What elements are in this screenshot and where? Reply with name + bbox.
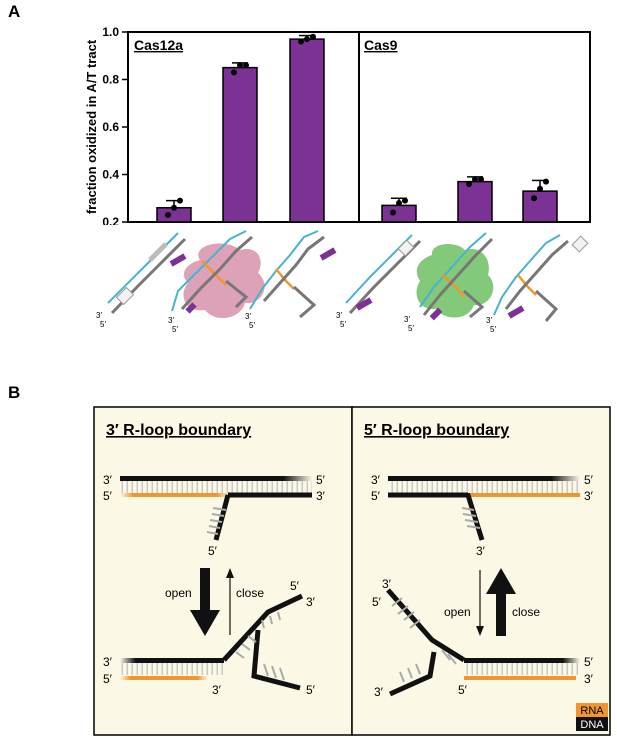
data-point	[310, 33, 316, 40]
duplex-5prime-bottom: 5′ 3′ 3′ 5′ 3′ 5′	[372, 577, 594, 699]
end-5-label: 5′	[490, 325, 496, 334]
end-5-label: 5′	[103, 672, 113, 686]
end-5-label: 5′	[172, 325, 178, 334]
y-tick-label: 0.6	[102, 120, 119, 134]
end-5-label: 5′	[306, 683, 316, 697]
target-tract	[169, 253, 187, 267]
end-3-label: 3′	[336, 311, 342, 320]
end-5-label: 5′	[408, 324, 414, 333]
panel-a-letter: A	[8, 2, 21, 21]
end-3-label: 3′	[584, 672, 594, 686]
panel-b-letter: B	[8, 383, 21, 402]
duplex-5prime-top: 3′ 5′ 5′ 3′ 3′	[371, 473, 594, 558]
data-point	[304, 36, 310, 43]
schematic-cas12a-dna: 3′ 5′	[96, 232, 187, 329]
end-5-label: 5′	[584, 655, 594, 669]
data-point	[478, 176, 484, 183]
duplex-3prime-bottom: 3′ 5′ 3′ 5′ 3′ 5′	[103, 579, 316, 697]
end-5-label: 5′	[208, 544, 218, 558]
data-point	[402, 197, 408, 204]
data-point	[231, 69, 237, 76]
end-5-label: 5′	[371, 489, 381, 503]
data-point	[396, 200, 402, 206]
bar	[457, 180, 493, 223]
end-3-label: 3′	[404, 315, 410, 324]
legend-dna-swatch	[576, 717, 608, 731]
end-5-label: 5′	[340, 320, 346, 329]
data-point	[237, 62, 243, 69]
end-3-label: 3′	[306, 595, 316, 609]
end-3-label: 3′	[584, 489, 594, 503]
end-5-label: 5′	[249, 321, 255, 330]
end-3-label: 3′	[245, 312, 251, 321]
duplex-3prime-top: 3′ 5′ 5′ 3′ 5′	[103, 473, 326, 558]
y-tick-label: 0.2	[102, 215, 119, 225]
y-tick-label: 0.4	[102, 168, 119, 182]
end-3-label: 3′	[374, 685, 384, 699]
data-point	[165, 211, 171, 218]
schematic-cas9-dna: 3′ 5′	[336, 234, 422, 329]
data-point	[472, 176, 478, 183]
end-3-label: 3′	[103, 473, 113, 487]
schematic-cas12a-protein: 3′ 5′	[168, 230, 265, 334]
bar	[222, 66, 258, 223]
y-tick-label: 0.8	[102, 73, 119, 87]
data-point	[543, 178, 549, 185]
end-3-label: 3′	[103, 655, 113, 669]
title-3prime-boundary: 3′ R-loop boundary	[106, 422, 251, 439]
close-label: close	[512, 605, 540, 619]
end-3-label: 3′	[476, 544, 486, 558]
end-3-label: 3′	[212, 683, 222, 697]
bars-group	[156, 33, 558, 223]
panel-title-cas9: Cas9	[364, 37, 398, 53]
data-point	[531, 195, 537, 202]
close-arrow	[486, 568, 516, 636]
end-5-label: 5′	[372, 595, 382, 609]
title-5prime-boundary: 5′ R-loop boundary	[364, 422, 509, 439]
end-3-label: 3′	[96, 311, 102, 320]
data-point	[298, 38, 304, 45]
panel-3prime	[93, 406, 353, 736]
open-label: open	[444, 605, 471, 619]
end-3-label: 3′	[382, 577, 392, 591]
data-point	[390, 209, 396, 216]
schematic-cas9-rloop: 3′ 5′	[486, 234, 589, 334]
schematic-cas9-protein: 3′ 5′	[404, 232, 494, 333]
end-5-label: 5′	[103, 489, 113, 503]
legend-rna-label: RNA	[580, 705, 604, 717]
end-5-label: 5′	[316, 473, 326, 487]
data-point	[177, 197, 183, 204]
panel-5prime	[351, 406, 611, 736]
legend-dna-label: DNA	[580, 719, 604, 731]
bar-chart: fraction oxidized in A/T tract 0.2 0.4 0.6…	[84, 25, 591, 225]
data-point	[537, 185, 543, 192]
close-label: close	[236, 586, 264, 600]
panel-title-cas12a: Cas12a	[134, 37, 183, 53]
pam-box	[115, 286, 135, 306]
end-3-label: 3′	[371, 473, 381, 487]
open-arrow	[190, 568, 220, 636]
y-tick-label: 1.0	[102, 25, 119, 39]
end-5-label: 5′	[584, 473, 594, 487]
end-5-label: 5′	[290, 579, 300, 593]
legend-rna-swatch	[576, 703, 608, 717]
end-3-label: 3′	[316, 489, 326, 503]
schematic-cas12a-rloop: 3′ 5′	[245, 230, 337, 330]
end-5-label: 5′	[100, 320, 106, 329]
end-3-label: 3′	[486, 316, 492, 325]
end-3-label: 3′	[168, 316, 174, 325]
open-label: open	[165, 586, 192, 600]
rloop-schematics: 3′ 5′ 3′ 5′ 3′ 5′ 3′ 5′	[96, 230, 589, 334]
data-point	[466, 181, 472, 187]
end-5-label: 5′	[458, 683, 468, 697]
y-axis-label: fraction oxidized in A/T tract	[84, 39, 99, 214]
data-point	[171, 204, 177, 211]
data-point	[243, 62, 249, 69]
